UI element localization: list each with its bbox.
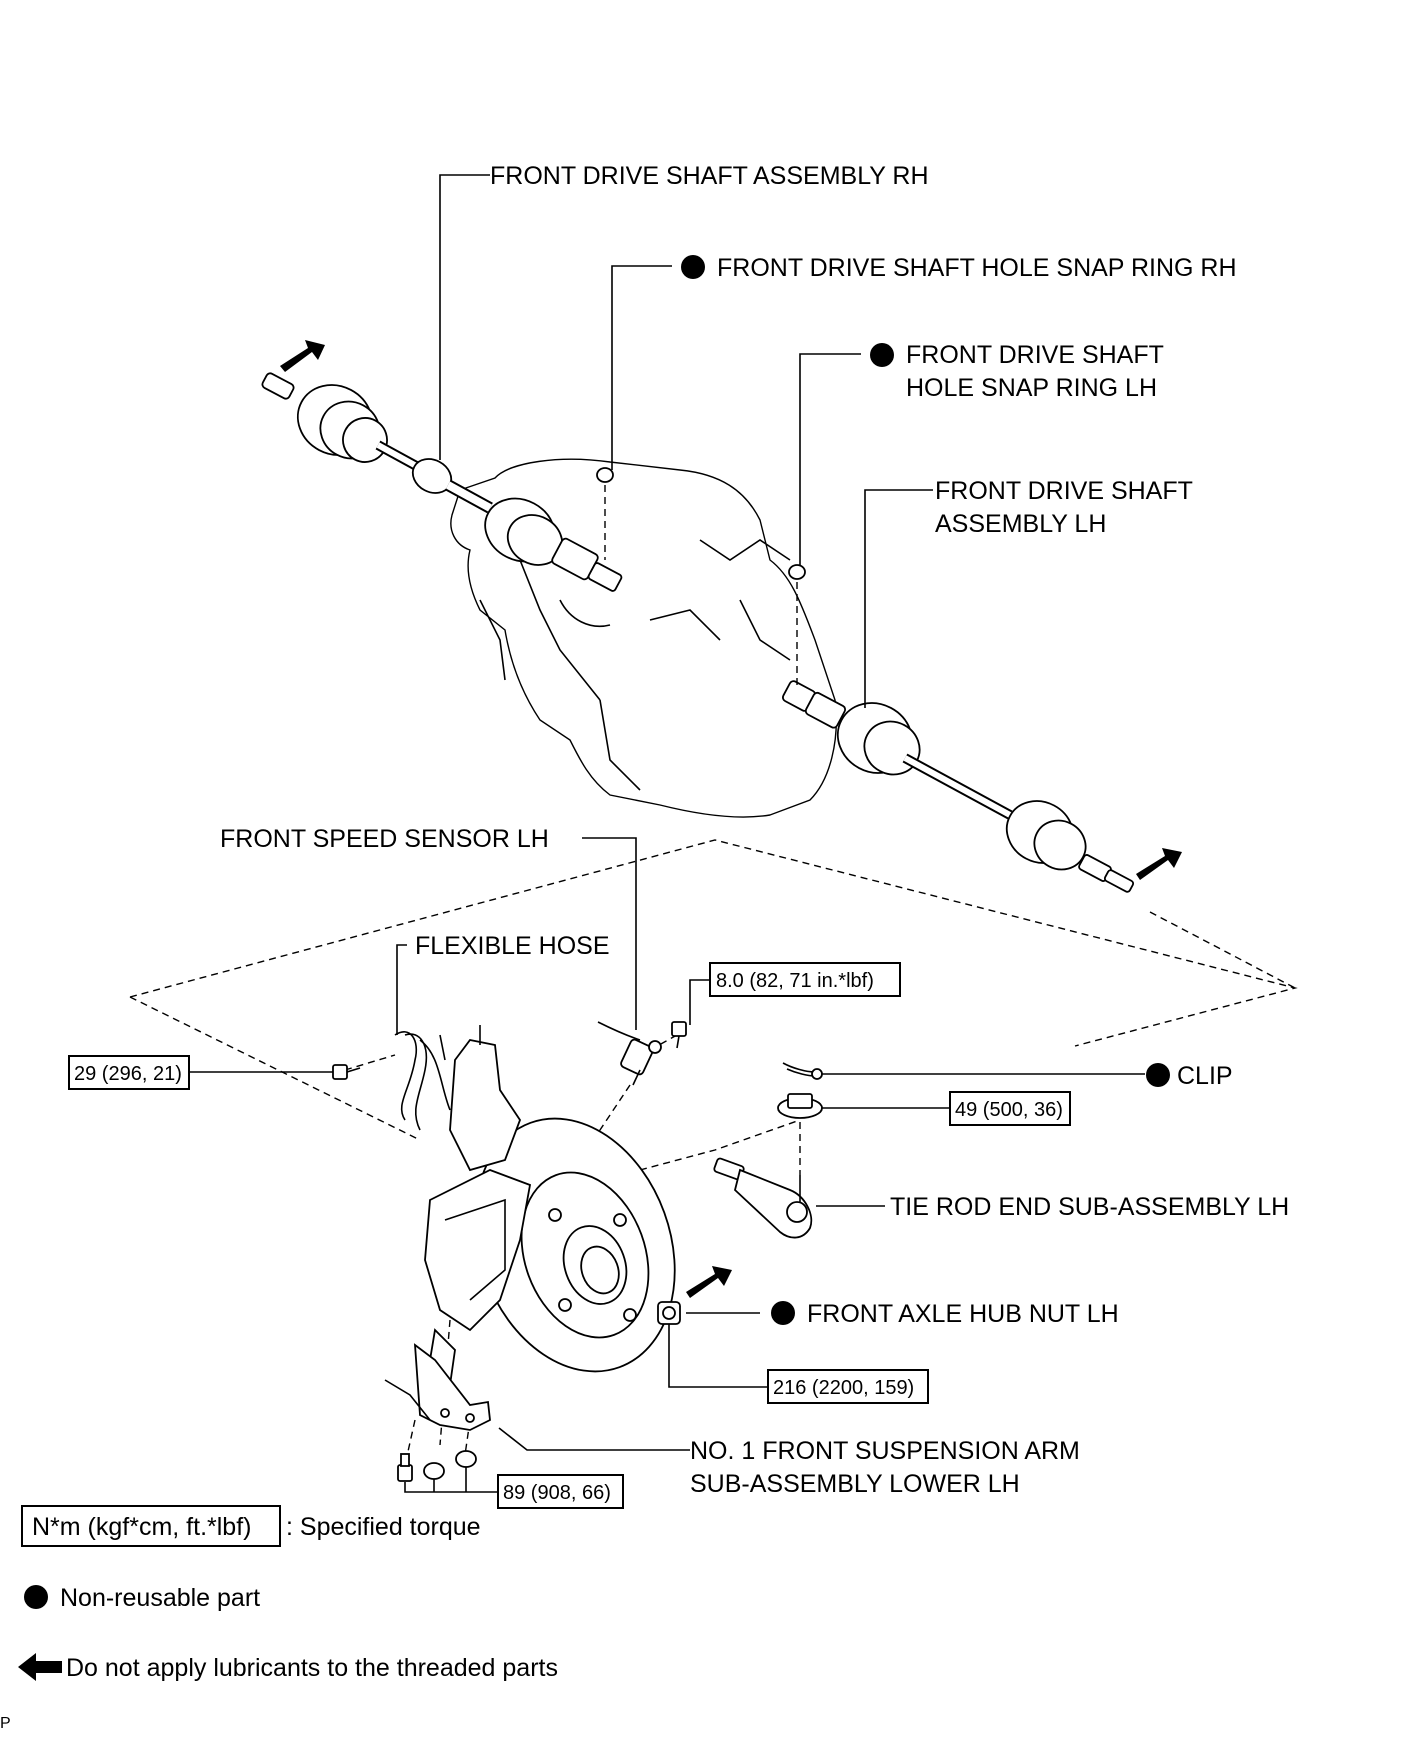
flexible-hose xyxy=(394,1031,451,1131)
torque-box-hose xyxy=(68,1055,190,1090)
left-arrow-icon xyxy=(18,1653,62,1681)
label-snap-lh-1: FRONT DRIVE SHAFT xyxy=(906,341,1164,369)
label-tie-rod: TIE ROD END SUB-ASSEMBLY LH xyxy=(890,1193,1289,1221)
nonreusable-icon xyxy=(681,255,705,279)
nonreusable-icon xyxy=(771,1301,795,1325)
label-flex-hose: FLEXIBLE HOSE xyxy=(415,932,610,960)
footer-code: P xyxy=(0,1715,11,1732)
clip-part xyxy=(782,1062,823,1080)
snap-ring-lh xyxy=(788,564,806,580)
torque-tie-rod: 49 (500, 36) xyxy=(955,1099,1063,1121)
legend: N*m (kgf*cm, ft.*lbf) : Specified torque… xyxy=(18,1505,558,1682)
torque-hub-nut: 216 (2200, 159) xyxy=(773,1377,914,1399)
legend-nonreusable: Non-reusable part xyxy=(60,1584,260,1612)
speed-sensor xyxy=(597,1021,662,1086)
label-shaft-rh: FRONT DRIVE SHAFT ASSEMBLY RH xyxy=(490,162,929,190)
nonreusable-icon xyxy=(1146,1063,1170,1087)
legend-torque-desc: : Specified torque xyxy=(286,1513,481,1541)
hub-nut xyxy=(657,1266,732,1325)
filled-circle-icon xyxy=(24,1585,48,1609)
label-hub-nut: FRONT AXLE HUB NUT LH xyxy=(807,1300,1119,1328)
label-shaft-lh-2: ASSEMBLY LH xyxy=(935,510,1106,538)
label-snap-rh: FRONT DRIVE SHAFT HOLE SNAP RING RH xyxy=(717,254,1237,282)
label-arm-2: SUB-ASSEMBLY LOWER LH xyxy=(690,1470,1020,1498)
torque-box-hub-nut xyxy=(767,1369,929,1404)
legend-torque-unit: N*m (kgf*cm, ft.*lbf) xyxy=(32,1513,251,1541)
drive-shaft-lh xyxy=(781,680,1182,893)
drive-shaft-rh xyxy=(261,340,623,592)
label-arm-1: NO. 1 FRONT SUSPENSION ARM xyxy=(690,1437,1080,1465)
torque-arm: 89 (908, 66) xyxy=(503,1482,611,1504)
label-shaft-lh-1: FRONT DRIVE SHAFT xyxy=(935,477,1193,505)
hose-bolt xyxy=(332,1064,361,1080)
label-snap-lh-2: HOLE SNAP RING LH xyxy=(906,374,1157,402)
torque-box-tie-rod xyxy=(949,1091,1071,1126)
snap-ring-rh xyxy=(596,467,614,483)
tie-rod-nut xyxy=(777,1093,823,1119)
nonreusable-icon xyxy=(870,343,894,367)
torque-hose: 29 (296, 21) xyxy=(74,1063,182,1085)
tie-rod-end xyxy=(713,1157,813,1239)
torque-box-arm xyxy=(497,1474,624,1509)
legend-torque-box xyxy=(21,1505,281,1547)
sensor-bolt xyxy=(671,1021,687,1049)
torque-box-sensor xyxy=(709,962,901,997)
knuckle-hub-disc xyxy=(424,1025,676,1397)
torque-sensor: 8.0 (82, 71 in.*lbf) xyxy=(716,970,874,992)
suspension-arm-bracket xyxy=(384,1343,491,1431)
arm-bolts xyxy=(397,1450,477,1482)
legend-nolube: Do not apply lubricants to the threaded … xyxy=(66,1654,558,1682)
label-speed-sensor: FRONT SPEED SENSOR LH xyxy=(220,825,549,853)
label-clip: CLIP xyxy=(1177,1062,1233,1090)
alignment-plane xyxy=(129,839,1298,1047)
